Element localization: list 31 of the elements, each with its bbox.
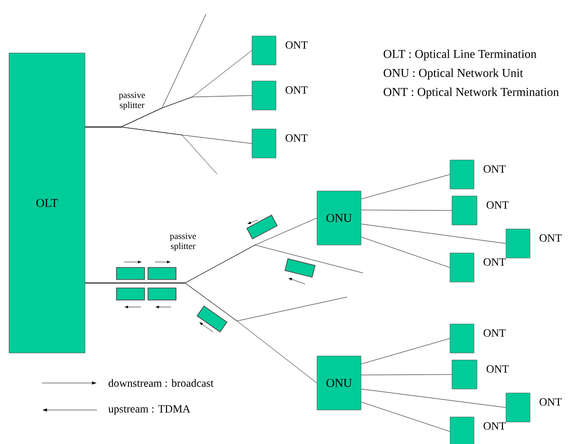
ont-label: ONT	[286, 41, 308, 49]
ont-label: ONT	[540, 234, 562, 242]
onu-box: ONU	[316, 356, 362, 410]
ont-label: ONT	[286, 134, 308, 142]
fiber-line	[85, 126, 218, 174]
ont-label: ONT	[286, 86, 308, 94]
fiber-line	[361, 224, 506, 244]
fiber-line	[361, 236, 450, 268]
ont-label: ONT	[486, 201, 509, 209]
fiber-line	[361, 388, 506, 408]
legend-text: upstream : TDMA	[108, 405, 190, 415]
fiber-line	[361, 174, 450, 200]
onu-box: ONU	[316, 190, 362, 246]
ont-label: ONT	[486, 365, 509, 373]
ont-label: ONT	[484, 422, 506, 430]
definition-text: OLT : Optical Line Termination	[384, 50, 536, 60]
splitter-label: passive splitter	[170, 233, 196, 251]
fiber-line	[361, 338, 450, 364]
fiber-line	[85, 282, 348, 322]
ont-label: ONT	[484, 329, 506, 337]
olt-box: OLT	[8, 52, 86, 354]
legend-text: downstream : broadcast	[108, 379, 214, 387]
ont-label: ONT	[484, 258, 506, 266]
splitter-label: passive splitter	[118, 92, 145, 110]
definition-text: ONU : Optical Network Unit	[384, 68, 524, 80]
ont-label: ONT	[484, 165, 506, 173]
ont-label: ONT	[540, 398, 562, 406]
definition-text: ONT : Optical Network Termination	[384, 88, 559, 98]
fiber-line	[361, 210, 452, 211]
fiber-line	[361, 402, 450, 432]
fiber-line	[361, 374, 452, 376]
